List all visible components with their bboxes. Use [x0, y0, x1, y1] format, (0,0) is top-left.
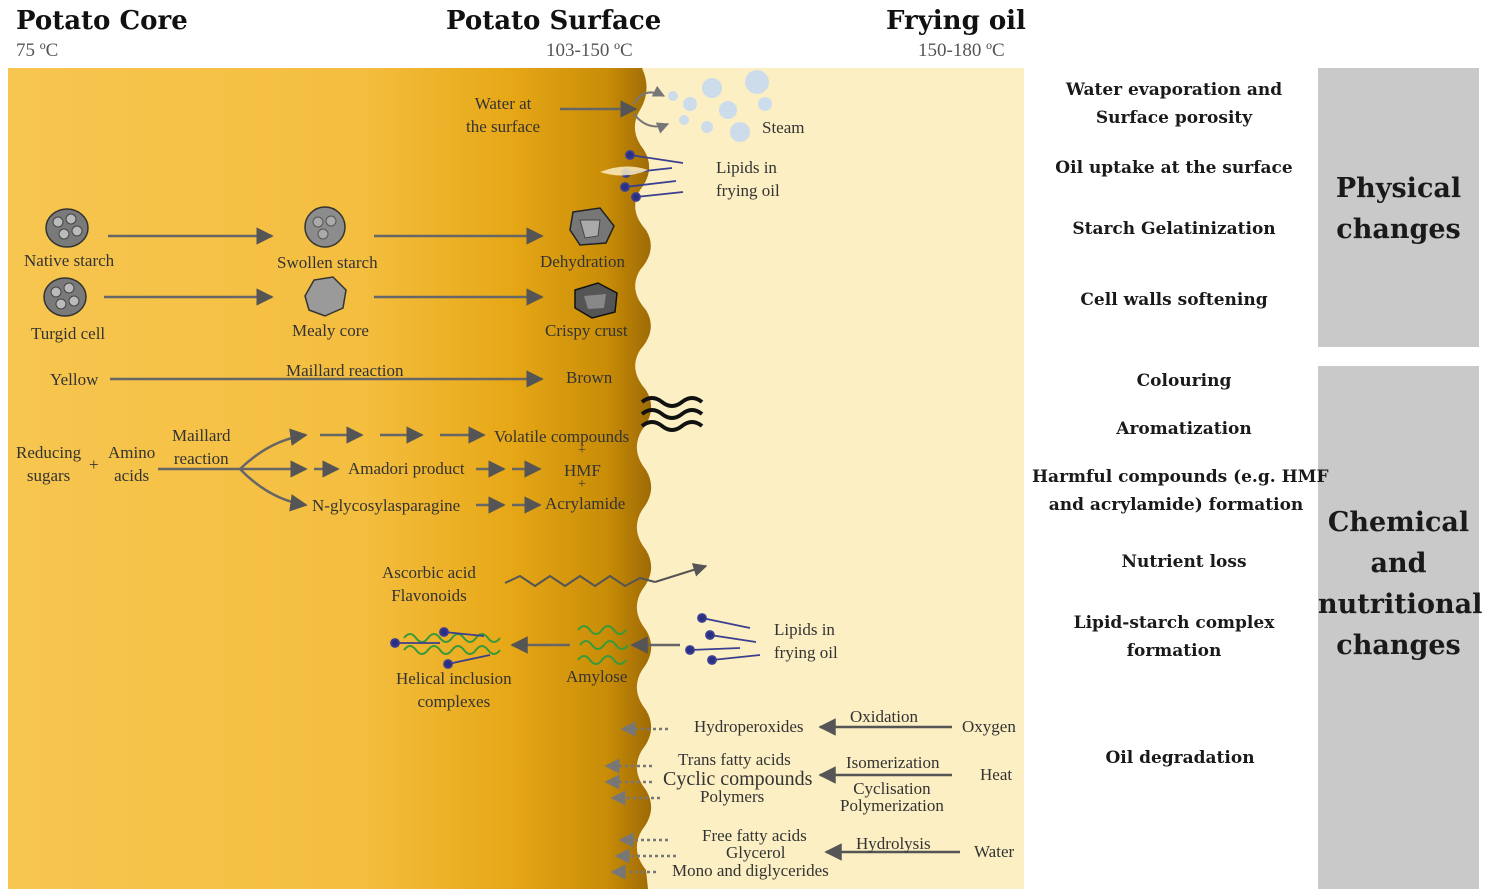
plus-sign-3: +	[578, 478, 586, 492]
right-item-aromatization: Aromatization	[1050, 415, 1318, 443]
mono-diglycerides-label: Mono and diglycerides	[672, 861, 829, 881]
dehydration-label: Dehydration	[540, 250, 625, 273]
swollen-starch-icon	[305, 207, 345, 247]
right-item-lipid-starch: Lipid-starch complex formation	[1040, 609, 1308, 665]
lipids-oil-bottom-label: Lipids in frying oil	[774, 618, 838, 664]
crispy-crust-label: Crispy crust	[545, 319, 628, 342]
turgid-cell-label: Turgid cell	[31, 322, 105, 345]
frying-oil-title: Frying oil	[886, 6, 1026, 36]
cyclic-compounds-label: Cyclic compounds	[663, 769, 812, 789]
plus-sign: +	[89, 453, 99, 476]
chemical-changes-label: Chemical and nutritional changes	[1318, 502, 1479, 666]
turgid-cell-icon	[44, 278, 86, 316]
volatile-compounds-label: Volatile compounds	[494, 425, 629, 448]
ascorbic-flavonoids-label: Ascorbic acid Flavonoids	[382, 561, 476, 607]
right-item-cell-walls: Cell walls softening	[1040, 286, 1308, 314]
amino-acids-label: Amino acids	[108, 441, 155, 487]
potato-core-temp: 75 ºC	[16, 40, 58, 62]
water-surface-label: Water at the surface	[466, 92, 540, 138]
physical-changes-label: Physical changes	[1318, 168, 1479, 250]
frying-oil-temp: 150-180 ºC	[918, 40, 1005, 62]
potato-surface-title: Potato Surface	[446, 6, 661, 36]
maillard-reaction-line-label: Maillard reaction	[286, 359, 404, 382]
lipids-oil-top-label: Lipids in frying oil	[716, 156, 780, 202]
brown-label: Brown	[566, 366, 612, 389]
hydroperoxides-label: Hydroperoxides	[694, 715, 804, 738]
amylose-label: Amylose	[566, 665, 627, 688]
reducing-sugars-label: Reducing sugars	[16, 441, 81, 487]
plus-sign-2: +	[578, 444, 586, 458]
amadori-product-label: Amadori product	[348, 457, 465, 480]
potato-region	[8, 68, 651, 889]
trans-fatty-acids-label: Trans fatty acids	[678, 750, 791, 770]
right-item-oil-degradation: Oil degradation	[1046, 744, 1314, 772]
right-item-harmful-compounds: Harmful compounds (e.g. HMF and acrylami…	[1032, 463, 1320, 519]
oxidation-label: Oxidation	[850, 705, 918, 728]
cyclisation-polymerization-label: Cyclisation Polymerization	[840, 780, 944, 814]
isomerization-label: Isomerization	[846, 753, 939, 773]
native-starch-label: Native starch	[24, 249, 114, 272]
right-item-nutrient-loss: Nutrient loss	[1050, 548, 1318, 576]
water-label: Water	[974, 840, 1014, 863]
right-item-water-evaporation: Water evaporation and Surface porosity	[1040, 76, 1308, 132]
steam-label: Steam	[762, 116, 805, 139]
helical-inclusion-label: Helical inclusion complexes	[396, 667, 512, 713]
oxygen-label: Oxygen	[962, 715, 1016, 738]
swollen-starch-label: Swollen starch	[277, 251, 378, 274]
potato-surface-temp: 103-150 ºC	[546, 40, 633, 62]
n-glycosylasparagine-label: N-glycosylasparagine	[312, 494, 460, 517]
yellow-label: Yellow	[50, 368, 98, 391]
right-item-colouring: Colouring	[1050, 367, 1318, 395]
acrylamide-label: Acrylamide	[545, 492, 625, 515]
polymers-label: Polymers	[700, 787, 764, 807]
glycerol-label: Glycerol	[726, 843, 785, 863]
heat-label: Heat	[980, 763, 1012, 786]
hydrolysis-label: Hydrolysis	[856, 832, 931, 855]
mealy-core-label: Mealy core	[292, 319, 369, 342]
right-item-oil-uptake: Oil uptake at the surface	[1040, 154, 1308, 182]
potato-core-title: Potato Core	[16, 6, 188, 36]
maillard-reaction-branch-label: Maillard reaction	[172, 424, 231, 470]
native-starch-icon	[46, 209, 88, 247]
right-item-starch-gelatinization: Starch Gelatinization	[1040, 215, 1308, 243]
